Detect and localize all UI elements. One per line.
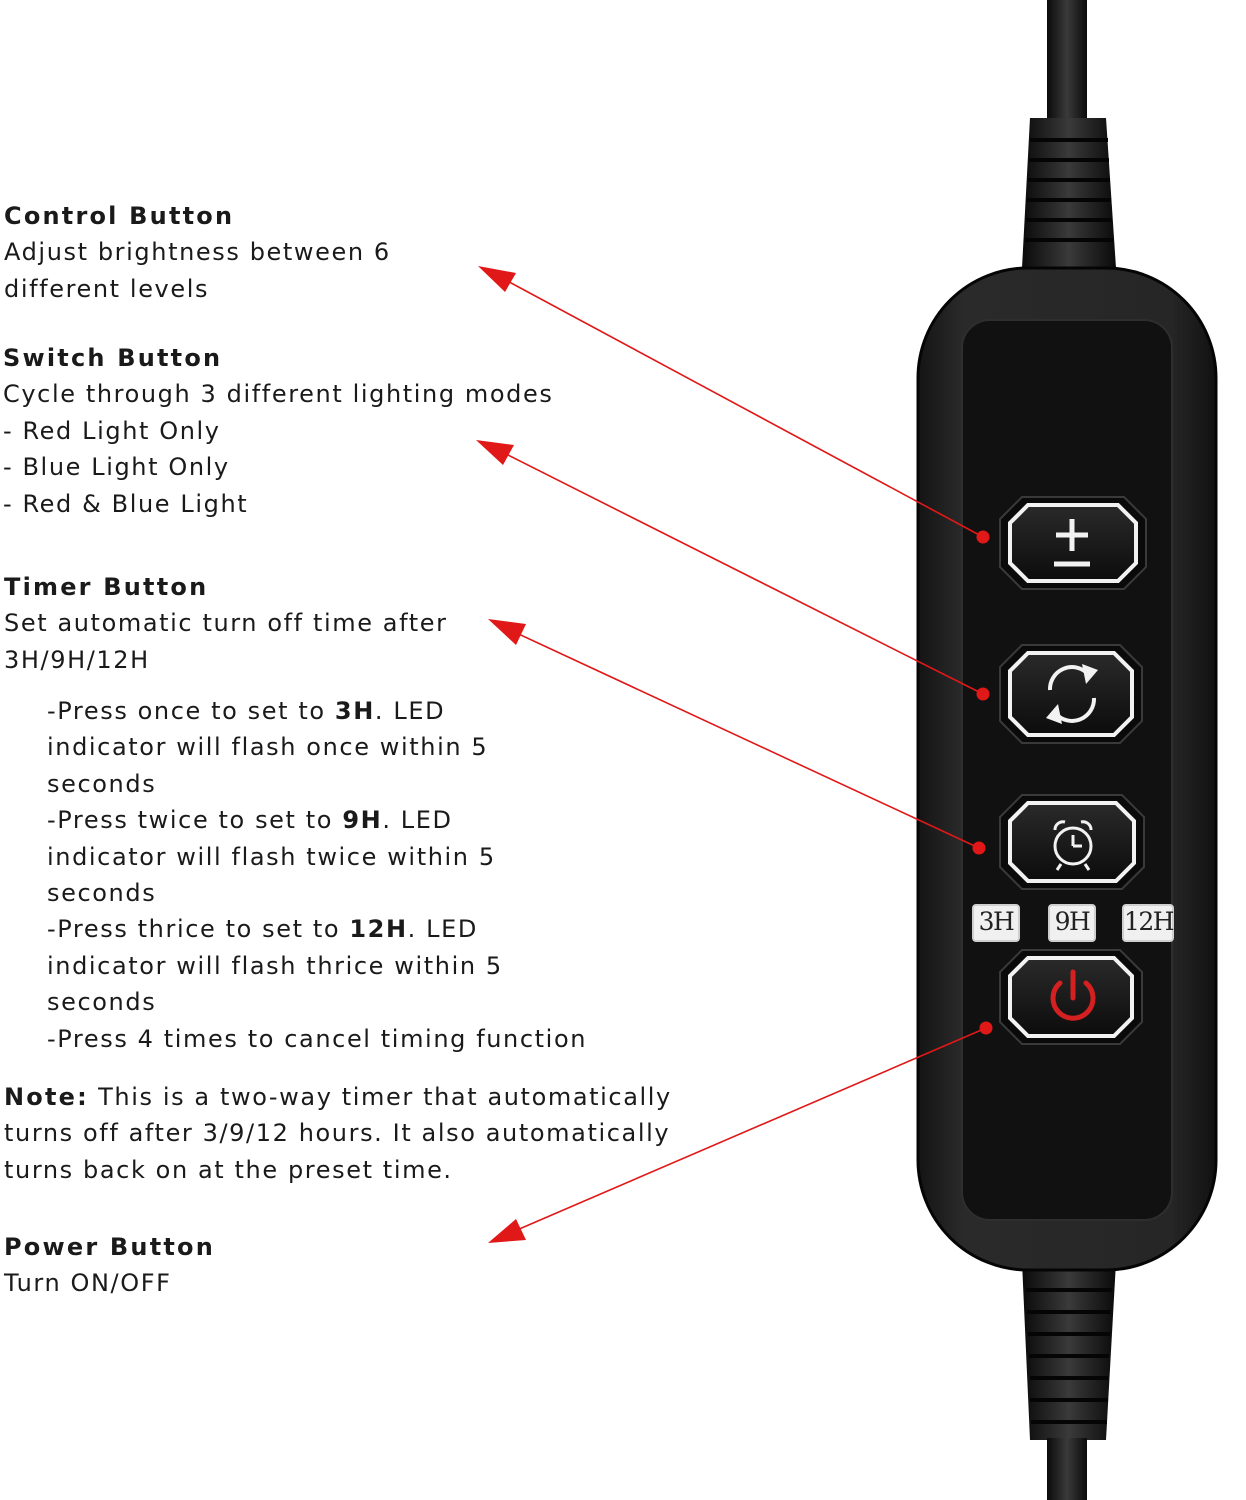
brightness-button[interactable] [999, 496, 1147, 590]
timer-step-1: -Press once to set to 3H. LED [47, 697, 446, 725]
power-button[interactable] [999, 949, 1143, 1045]
cycle-arrows-icon [1047, 665, 1097, 723]
controller-panel [961, 319, 1173, 1221]
switch-button-desc: Cycle through 3 different lighting modes [3, 380, 554, 409]
note-section: Note: This is a two-way timer that autom… [4, 1079, 672, 1188]
mode-item: - Red & Blue Light [3, 489, 249, 518]
timer-button-desc-line2: 3H/9H/12H [4, 645, 150, 674]
timer-step-3: -Press thrice to set to 12H. LED [47, 915, 478, 944]
timer-step-1-line2: indicator will flash once within 5 [47, 733, 489, 762]
callout-arrows [476, 266, 993, 1243]
timer-step-2-line3: seconds [47, 879, 157, 908]
switch-button-section: Switch Button Cycle through 3 different … [3, 340, 553, 522]
bottom-strain-relief [1022, 1262, 1116, 1440]
top-strain-relief [1022, 118, 1116, 268]
timer-button-desc-line1: Set automatic turn off time after [4, 609, 448, 638]
timer-label-9h: 9H [1048, 904, 1096, 942]
timer-button-section: Timer Button Set automatic turn off time… [4, 569, 448, 678]
timer-cancel: -Press 4 times to cancel timing function [47, 1024, 588, 1053]
top-cable [1047, 0, 1087, 120]
timer-steps: -Press once to set to 3H. LED indicator … [47, 693, 587, 1057]
power-icon [1050, 969, 1096, 1021]
note-line2: turns off after 3/9/12 hours. It also au… [4, 1119, 671, 1148]
control-button-desc-line1: Adjust brightness between 6 [4, 238, 391, 267]
timer-label-3h: 3H [972, 904, 1020, 942]
note-label: Note: [4, 1083, 89, 1111]
mode-item: - Blue Light Only [3, 453, 230, 482]
mode-item: - Red Light Only [3, 416, 221, 445]
power-button-desc: Turn ON/OFF [4, 1269, 172, 1298]
control-button-section: Control Button Adjust brightness between… [4, 198, 391, 307]
timer-step-3-line3: seconds [47, 988, 157, 1017]
bottom-cable [1047, 1438, 1087, 1500]
mode-switch-button[interactable] [999, 644, 1143, 744]
note-line3: turns back on at the preset time. [4, 1155, 453, 1184]
alarm-clock-icon [1053, 820, 1093, 871]
note-line1: Note: This is a two-way timer that autom… [4, 1083, 672, 1111]
timer-button-title: Timer Button [4, 573, 209, 601]
power-button-title: Power Button [4, 1233, 216, 1261]
plus-minus-icon [1054, 519, 1090, 567]
timer-step-2-line2: indicator will flash twice within 5 [47, 842, 496, 871]
timer-step-2: -Press twice to set to 9H. LED [47, 806, 453, 835]
timer-button[interactable] [999, 794, 1145, 890]
timer-step-3-line2: indicator will flash thrice within 5 [47, 951, 503, 980]
control-button-title: Control Button [4, 202, 235, 230]
control-button-desc-line2: different levels [4, 274, 210, 303]
power-button-section: Power Button Turn ON/OFF [4, 1229, 215, 1302]
timer-label-12h: 12H [1122, 904, 1175, 942]
timer-step-1-line3: seconds [47, 769, 157, 798]
switch-button-title: Switch Button [3, 344, 223, 372]
